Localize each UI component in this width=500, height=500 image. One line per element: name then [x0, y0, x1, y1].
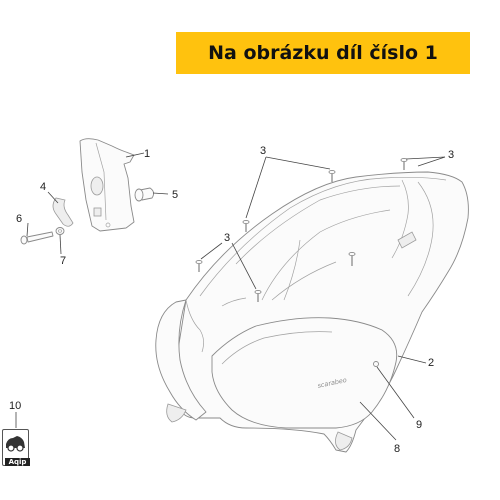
gear-kit-icon	[6, 436, 25, 452]
callout-10: 10	[9, 400, 21, 412]
kit-icon-box[interactable]: Aqip	[2, 429, 30, 466]
callout-8: 8	[394, 443, 400, 455]
callout-6: 6	[16, 213, 22, 225]
callout-7: 7	[60, 255, 66, 267]
callout-2: 2	[428, 357, 434, 369]
callout-3-right: 3	[448, 149, 454, 161]
callout-1: 1	[144, 148, 150, 160]
part-5-grommet[interactable]	[134, 187, 155, 202]
part-8-side-panel[interactable]: scarabeo	[211, 317, 398, 429]
part-4-clip[interactable]	[52, 197, 74, 227]
screw-c	[400, 157, 408, 170]
callout-3-top: 3	[260, 145, 266, 157]
callout-4: 4	[40, 181, 46, 193]
callout-labels: 1 2 3 3 3 4 5 6 7 8 9 10	[9, 145, 454, 455]
callout-3-left: 3	[224, 232, 230, 244]
kit-icon-label: Aqip	[5, 458, 30, 466]
part-3-screws[interactable]	[195, 157, 408, 302]
screw-b	[328, 169, 336, 182]
leader-lines	[15, 152, 446, 441]
screw-e	[254, 289, 262, 302]
screw-d	[195, 259, 203, 272]
part-9-badge-rivet[interactable]	[373, 361, 379, 367]
part-6-screw[interactable]	[20, 231, 54, 245]
part-number-banner: Na obrázku díl číslo 1	[176, 32, 470, 74]
screw-a	[242, 219, 250, 232]
callout-9: 9	[416, 419, 422, 431]
screw-f	[348, 251, 356, 266]
part-1-cover-panel[interactable]	[79, 138, 135, 232]
banner-text: Na obrázku díl číslo 1	[208, 42, 438, 64]
callout-5: 5	[172, 189, 178, 201]
part-7-washer[interactable]	[55, 227, 65, 235]
